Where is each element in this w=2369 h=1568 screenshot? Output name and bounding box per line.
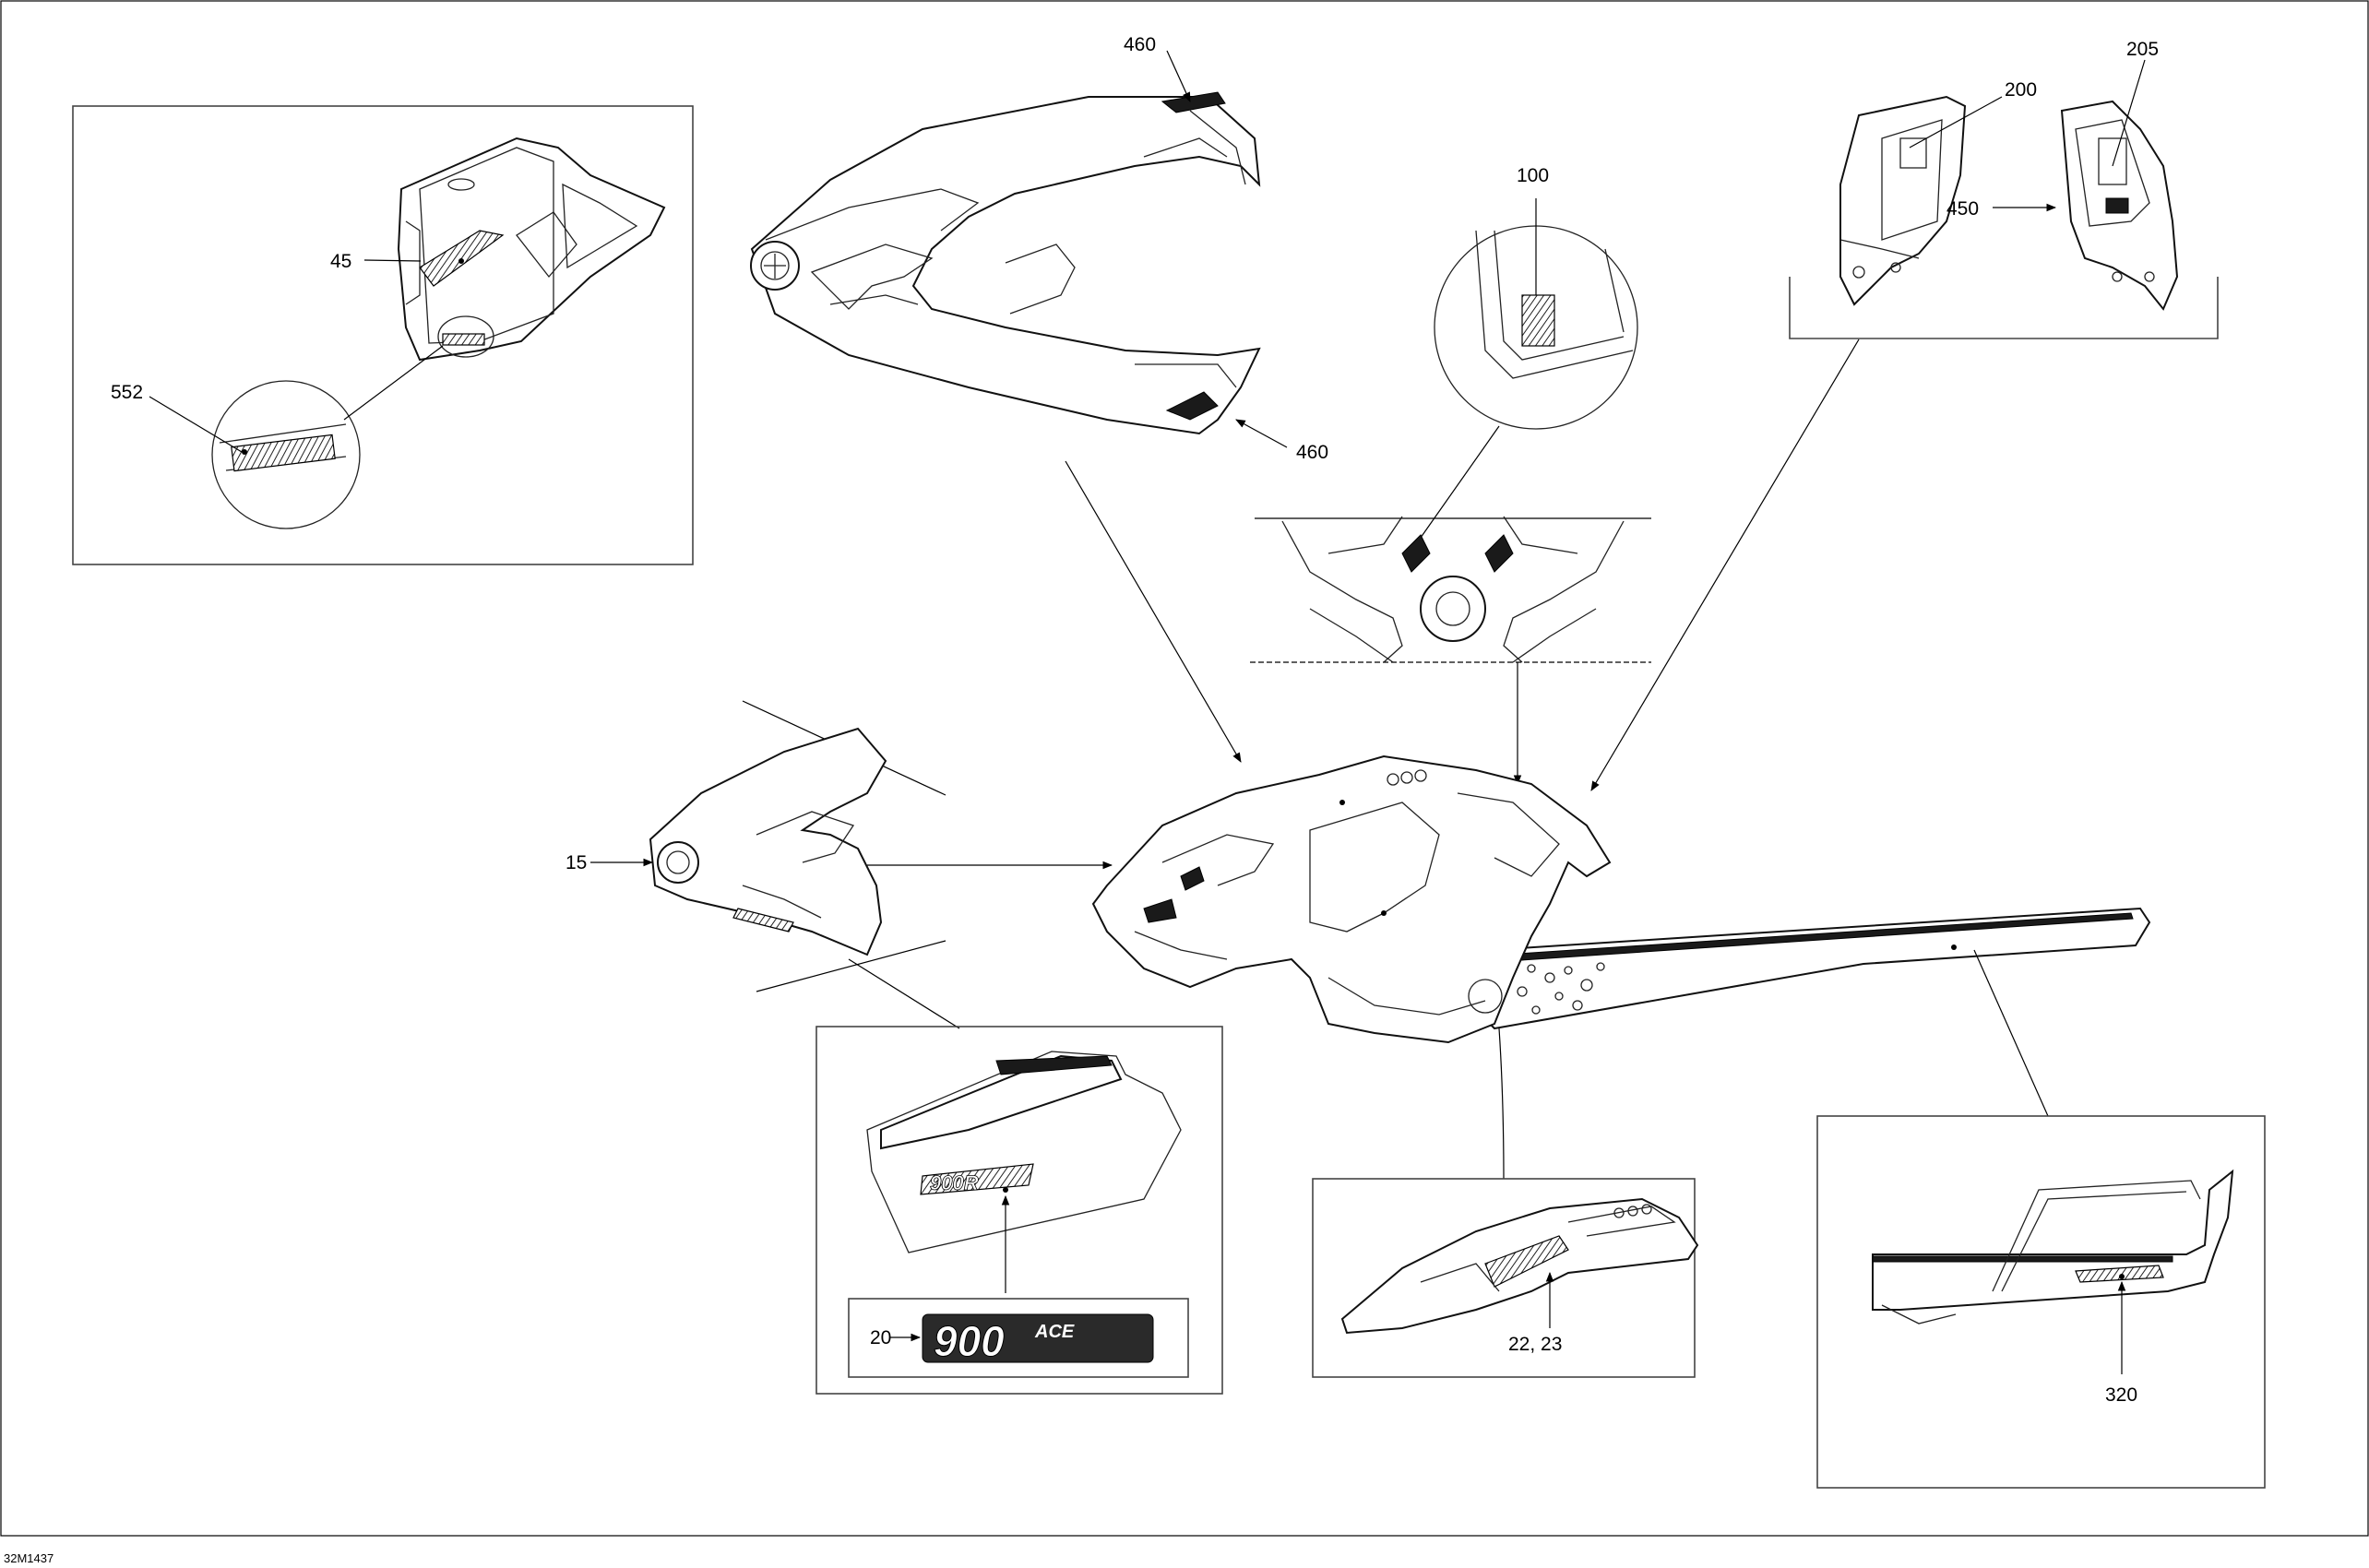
detail-frame-side-panel: [72, 105, 694, 565]
callout-15: 15: [565, 852, 587, 873]
callout-320: 320: [2105, 1384, 2137, 1406]
callout-45: 45: [330, 251, 351, 272]
callout-200: 200: [2005, 79, 2037, 101]
ace-badge: [922, 1313, 1154, 1363]
side-panel-detail: [72, 105, 694, 565]
badge-detail-20: 900R 900 ACE: [815, 1026, 1223, 1395]
callout-100: 100: [1517, 165, 1549, 186]
nose-detail-2223: [1312, 1178, 1699, 1378]
tunnel-detail-320: [1816, 1115, 2266, 1489]
callout-460-bottom: 460: [1296, 442, 1328, 463]
callout-20: 20: [870, 1327, 891, 1348]
callout-205: 205: [2126, 39, 2159, 60]
callout-450: 450: [1946, 198, 1979, 220]
callout-22-23: 22, 23: [1508, 1334, 1562, 1355]
ace-badge-number: 900: [934, 1317, 1005, 1365]
nose-detail-15: [590, 700, 1113, 1029]
detail-frame-nose: [1312, 1178, 1696, 1378]
badge-inset-frame: [848, 1298, 1189, 1378]
detail-frame-badge: [815, 1026, 1223, 1395]
dash-detail-100: [1250, 198, 1651, 786]
side-panels-detail: [1590, 59, 2219, 791]
side-badge-text: 900R: [930, 1171, 979, 1194]
detail-frame-tunnel: [1816, 1115, 2266, 1489]
callouts: 460 460 200 205 450 100 45 552 15 20 22,…: [111, 34, 2159, 1406]
callout-552: 552: [111, 382, 143, 403]
upper-hood-detail: [750, 50, 1288, 763]
ace-badge-suffix: ACE: [1034, 1322, 1075, 1342]
figure-id: 32M1437: [4, 1551, 54, 1565]
main-assembly: [1091, 754, 2151, 1180]
callout-460-top: 460: [1124, 34, 1156, 55]
magnifier-circle-552: [211, 380, 361, 529]
